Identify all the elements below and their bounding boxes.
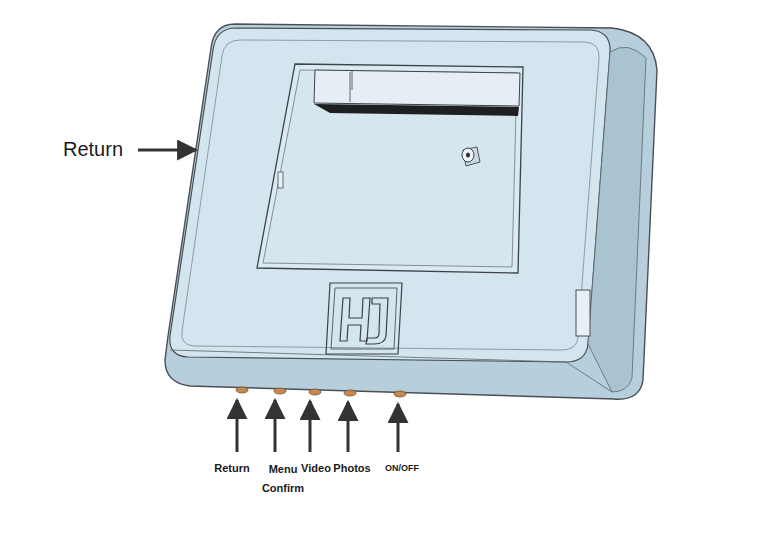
device-front-face — [170, 28, 610, 362]
brand-logo — [326, 283, 402, 354]
button-label: Video — [301, 460, 331, 477]
screen-side-notch — [278, 172, 283, 188]
screen-post — [462, 147, 480, 166]
button-label: Menu Confirm — [260, 460, 306, 497]
side-tab — [576, 290, 590, 336]
screen-slot-line — [350, 70, 352, 102]
screen-slot-shadow — [314, 104, 519, 116]
button-label: Photos — [333, 460, 370, 477]
screen-slot — [314, 70, 520, 106]
device-body — [165, 24, 657, 399]
device-buttons — [236, 387, 406, 397]
button-label: ON/OFF — [385, 462, 419, 476]
leader-arrows — [138, 150, 398, 452]
device-bottom-edge — [170, 350, 612, 392]
device-rim — [182, 40, 599, 350]
callout-label: Return — [63, 134, 123, 164]
screen-window — [257, 64, 523, 273]
device-side-face — [588, 47, 646, 392]
button-label: Return — [214, 460, 249, 477]
